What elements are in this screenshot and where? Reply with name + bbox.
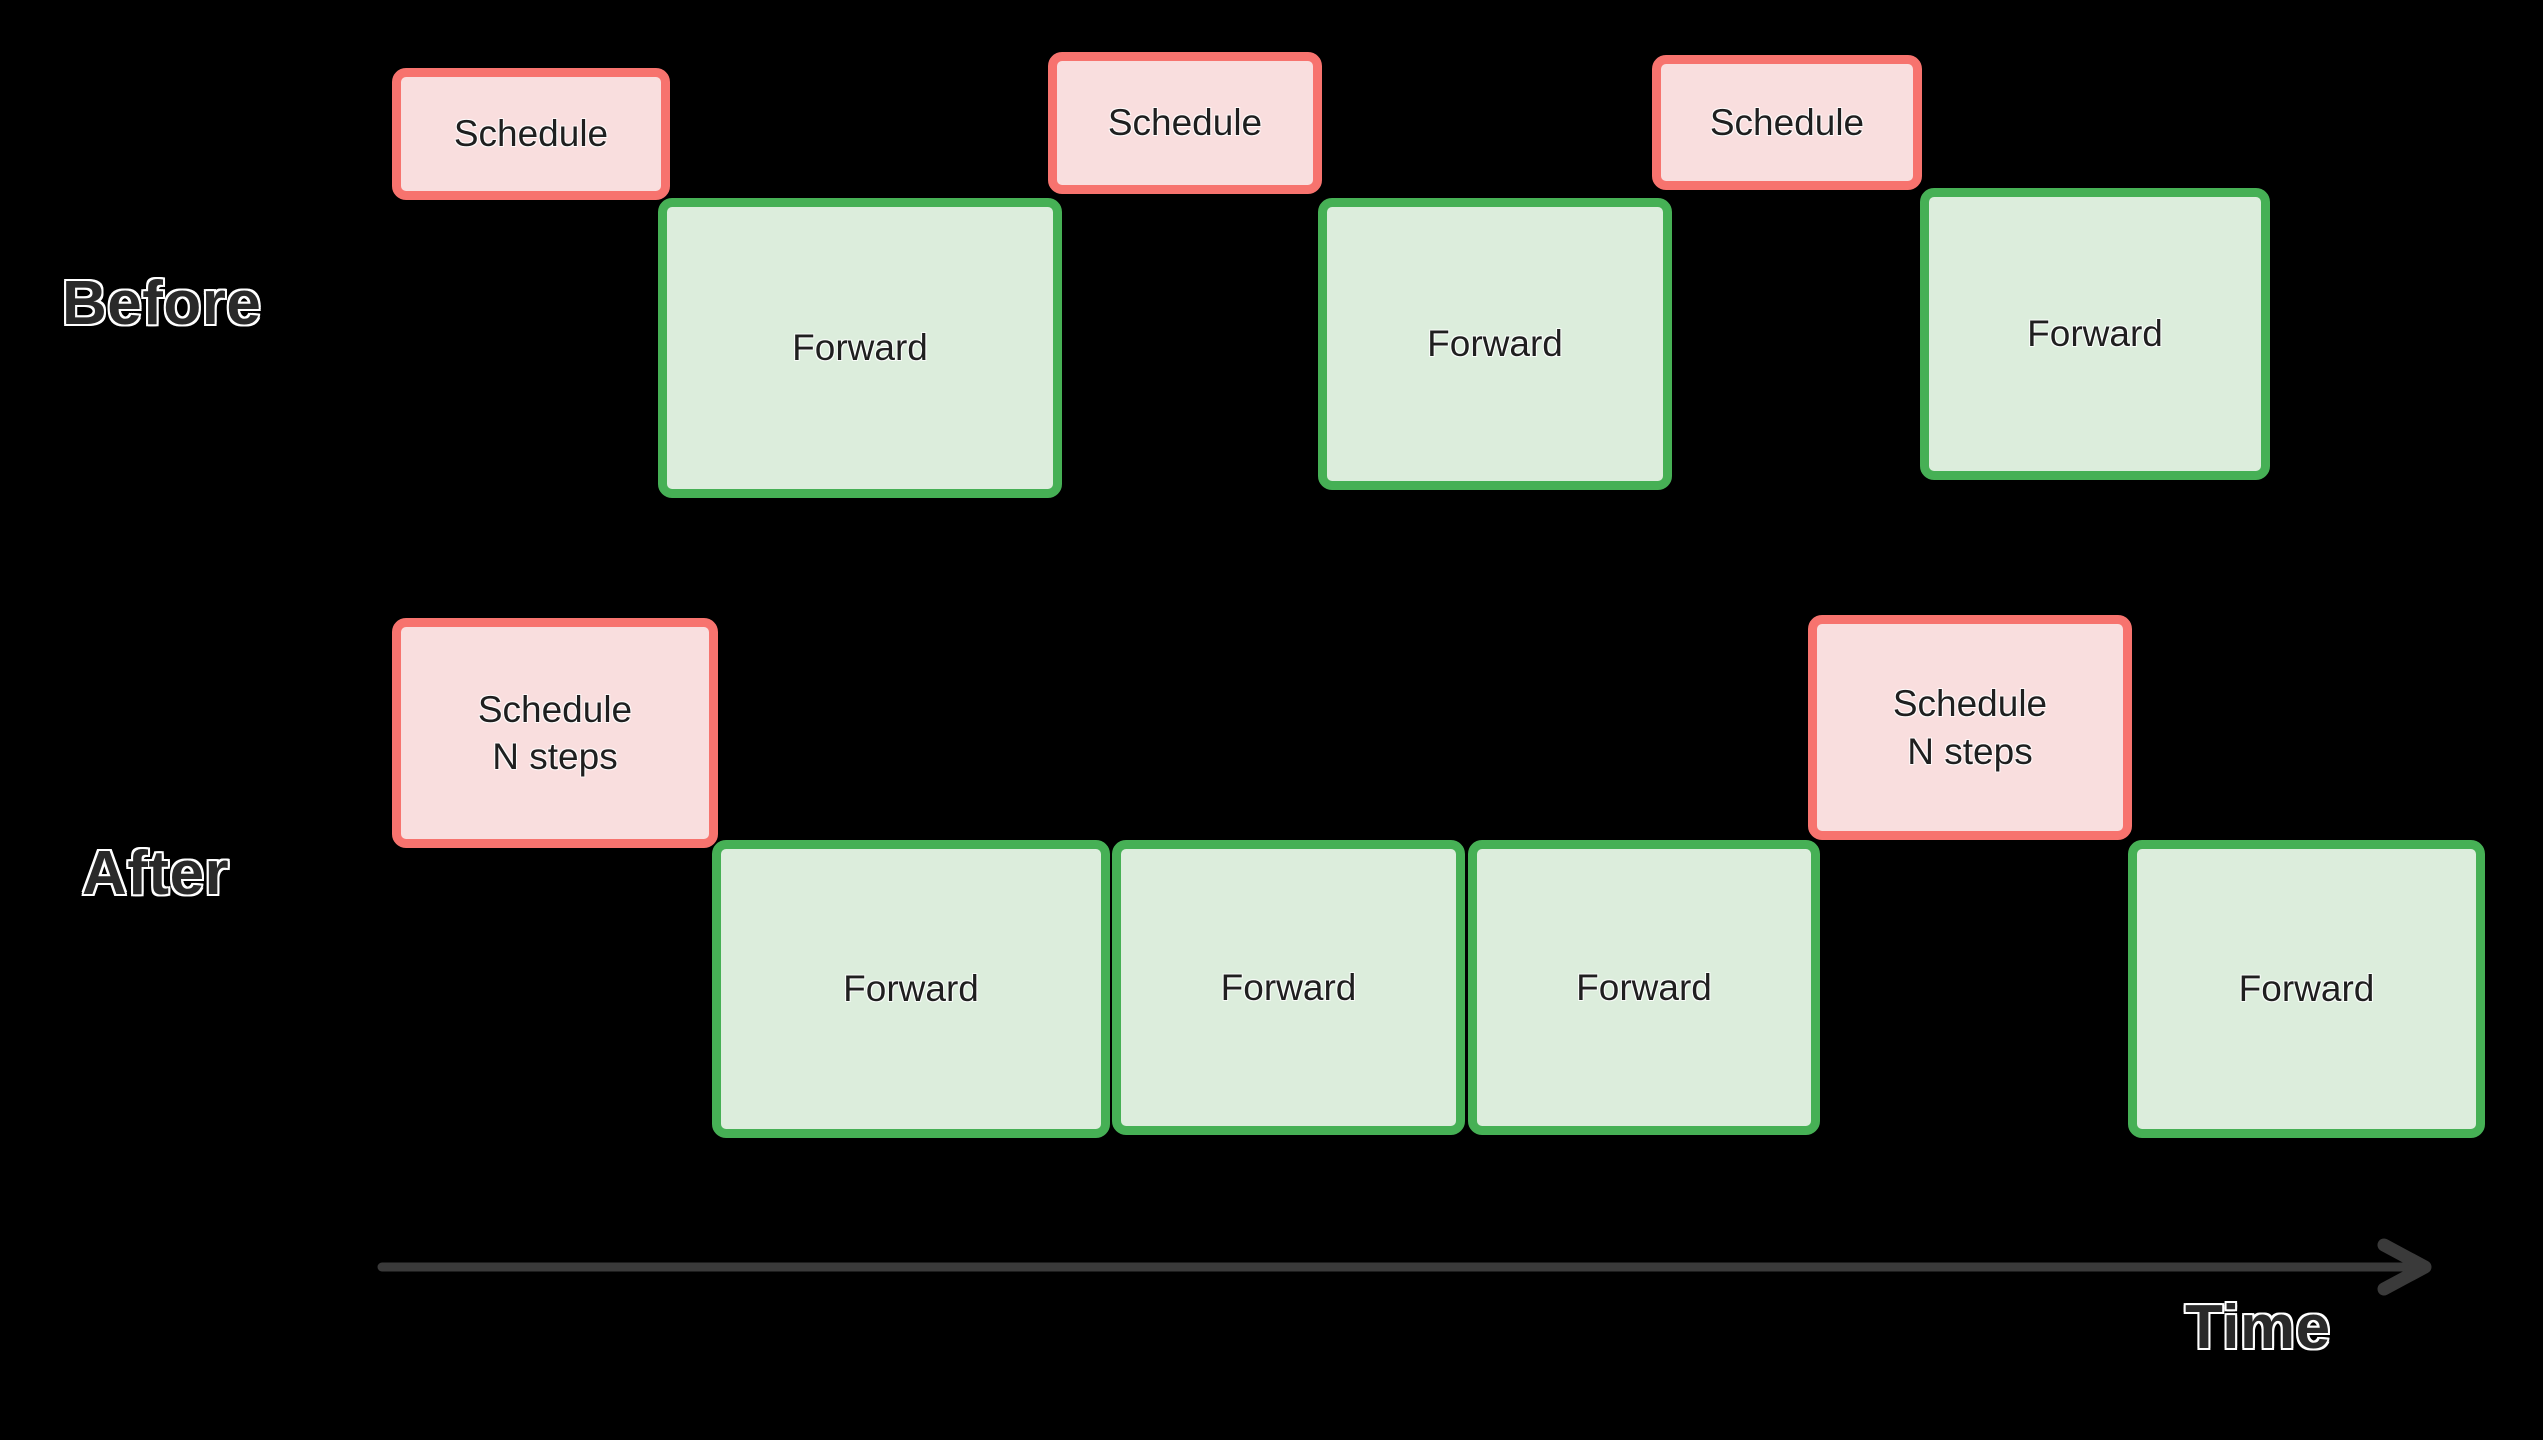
after-forward-block-1[interactable]: Forward	[712, 840, 1110, 1138]
before-schedule-block-3[interactable]: Schedule	[1652, 55, 1922, 190]
row-label-after: After	[80, 838, 230, 910]
block-label: Forward	[2027, 313, 2163, 355]
after-schedule-block-2[interactable]: Schedule N steps	[1808, 615, 2132, 840]
before-forward-block-1[interactable]: Forward	[658, 198, 1062, 498]
block-label: Schedule N steps	[1892, 683, 2048, 772]
block-label: Schedule N steps	[477, 688, 633, 777]
before-forward-block-3[interactable]: Forward	[1920, 188, 2270, 480]
before-forward-block-2[interactable]: Forward	[1318, 198, 1672, 490]
time-axis-label: Time	[2184, 1292, 2332, 1364]
after-forward-block-2[interactable]: Forward	[1112, 840, 1465, 1135]
after-schedule-block-1[interactable]: Schedule N steps	[392, 618, 718, 848]
block-label: Forward	[2238, 968, 2375, 1010]
block-label: Schedule	[1709, 101, 1865, 143]
row-label-before: Before	[60, 268, 262, 340]
after-forward-block-4[interactable]: Forward	[2128, 840, 2485, 1138]
before-schedule-block-1[interactable]: Schedule	[392, 68, 670, 200]
block-label: Schedule	[453, 113, 609, 155]
block-label: Forward	[843, 968, 979, 1010]
time-axis-arrow	[377, 1238, 2432, 1296]
block-label: Forward	[1220, 966, 1357, 1008]
block-label: Forward	[792, 327, 928, 369]
block-label: Forward	[1576, 966, 1712, 1008]
before-schedule-block-2[interactable]: Schedule	[1048, 52, 1322, 194]
block-label: Forward	[1427, 323, 1563, 365]
after-forward-block-3[interactable]: Forward	[1468, 840, 1820, 1135]
block-label: Schedule	[1107, 102, 1263, 144]
arrowhead-icon	[2377, 1238, 2432, 1296]
